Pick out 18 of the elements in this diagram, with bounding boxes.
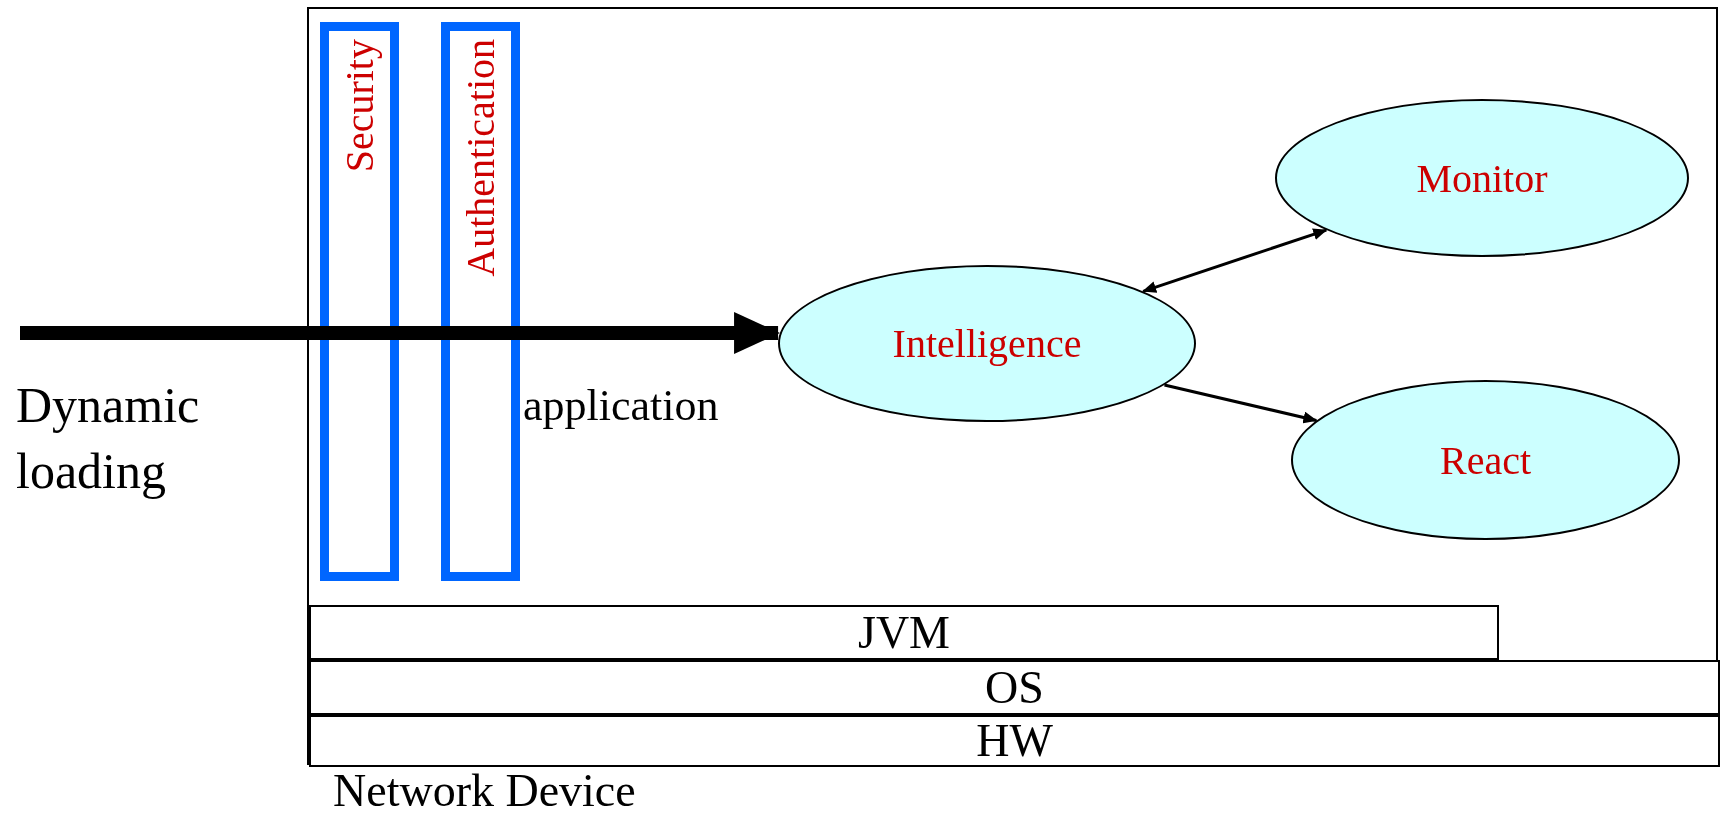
module-label: Monitor: [1416, 154, 1548, 202]
layer-label: JVM: [858, 607, 950, 658]
arrow: [1142, 228, 1328, 293]
layer-bar: [309, 605, 1499, 660]
layer-label: OS: [985, 662, 1044, 713]
filter-bar: [441, 22, 520, 581]
module-label: React: [1439, 436, 1532, 484]
layer-bar: [309, 715, 1720, 767]
layer-label: HW: [976, 716, 1053, 766]
device-label: Network Device: [333, 764, 636, 818]
layer-bar: [309, 660, 1720, 715]
arrow: [1164, 383, 1318, 424]
module-label: Intelligence: [892, 320, 1082, 367]
bar-label: Authentication: [458, 39, 503, 277]
arrow: [20, 312, 781, 354]
filter-bar: [320, 22, 399, 581]
bar-label: Security: [337, 39, 382, 173]
note-text: Dynamic loading: [16, 376, 201, 501]
